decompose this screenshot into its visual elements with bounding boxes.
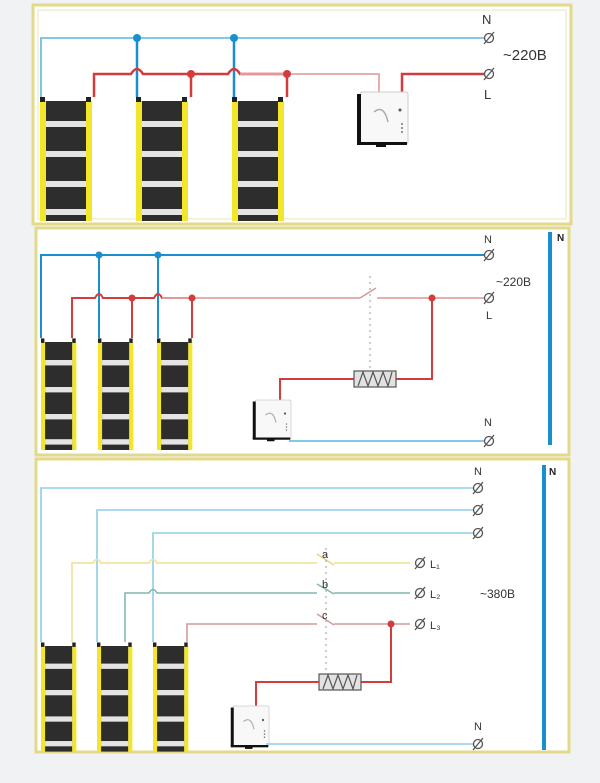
live-wire	[71, 293, 192, 338]
diagram-panel-1: N L ~220B	[31, 3, 573, 226]
diagram-panel-2: N N L N ~220B	[34, 226, 571, 457]
live-wire	[92, 67, 287, 97]
neutral-wire	[40, 487, 474, 642]
junction-dot	[95, 251, 103, 259]
heating-film	[157, 338, 193, 450]
contactor-coil-icon	[318, 673, 362, 691]
bus-label: N	[549, 467, 556, 478]
heating-film	[41, 642, 77, 752]
heating-film	[232, 97, 284, 221]
thermostat-icon	[230, 705, 270, 750]
phase-a-wire	[71, 558, 317, 642]
phase-c-wire	[186, 623, 317, 642]
diagram-panel-3: N N N a	[34, 457, 571, 754]
heating-film	[153, 642, 189, 752]
terminal-label-l: L	[484, 87, 491, 102]
heating-film	[40, 97, 92, 221]
junction-dot	[154, 251, 162, 259]
heating-film	[41, 338, 77, 450]
junction-dot	[283, 70, 291, 78]
neutral-wire	[152, 532, 474, 642]
phase-b-wire	[124, 588, 317, 642]
neutral-wire	[40, 37, 485, 97]
contactor-coil-icon	[353, 370, 397, 388]
junction-dot	[128, 294, 136, 302]
heating-film	[97, 642, 133, 752]
terminal-label-n: N	[482, 12, 491, 27]
terminal-label-l: L	[486, 310, 492, 322]
heating-film	[136, 97, 188, 221]
bus-label: N	[557, 233, 564, 244]
terminal-label-n: N	[474, 466, 482, 478]
thermostat-icon	[356, 91, 409, 148]
junction-dot	[187, 70, 195, 78]
heating-film	[98, 338, 134, 450]
switch-label-c: c	[322, 610, 328, 622]
junction-dot	[188, 294, 196, 302]
voltage-label: ~380B	[480, 587, 515, 601]
switch-label-b: b	[322, 579, 328, 591]
phase-terminal-label: L₃	[430, 620, 441, 632]
panel-frame	[31, 3, 573, 226]
phase-terminal-label: L₁	[430, 559, 440, 571]
switch-label-a: a	[322, 549, 329, 561]
terminal-label-n: N	[474, 721, 482, 733]
terminal-label-n: N	[484, 234, 492, 246]
voltage-label: ~220B	[503, 47, 547, 64]
neutral-wire	[40, 254, 485, 338]
thermostat-icon	[252, 399, 292, 442]
voltage-label: ~220B	[496, 275, 531, 289]
neutral-wire	[96, 509, 474, 642]
contactor-switch	[359, 287, 377, 299]
terminal-label-n: N	[484, 417, 492, 429]
phase-terminal-label: L₂	[430, 589, 440, 601]
junction-dot	[133, 34, 141, 42]
junction-dot	[230, 34, 238, 42]
